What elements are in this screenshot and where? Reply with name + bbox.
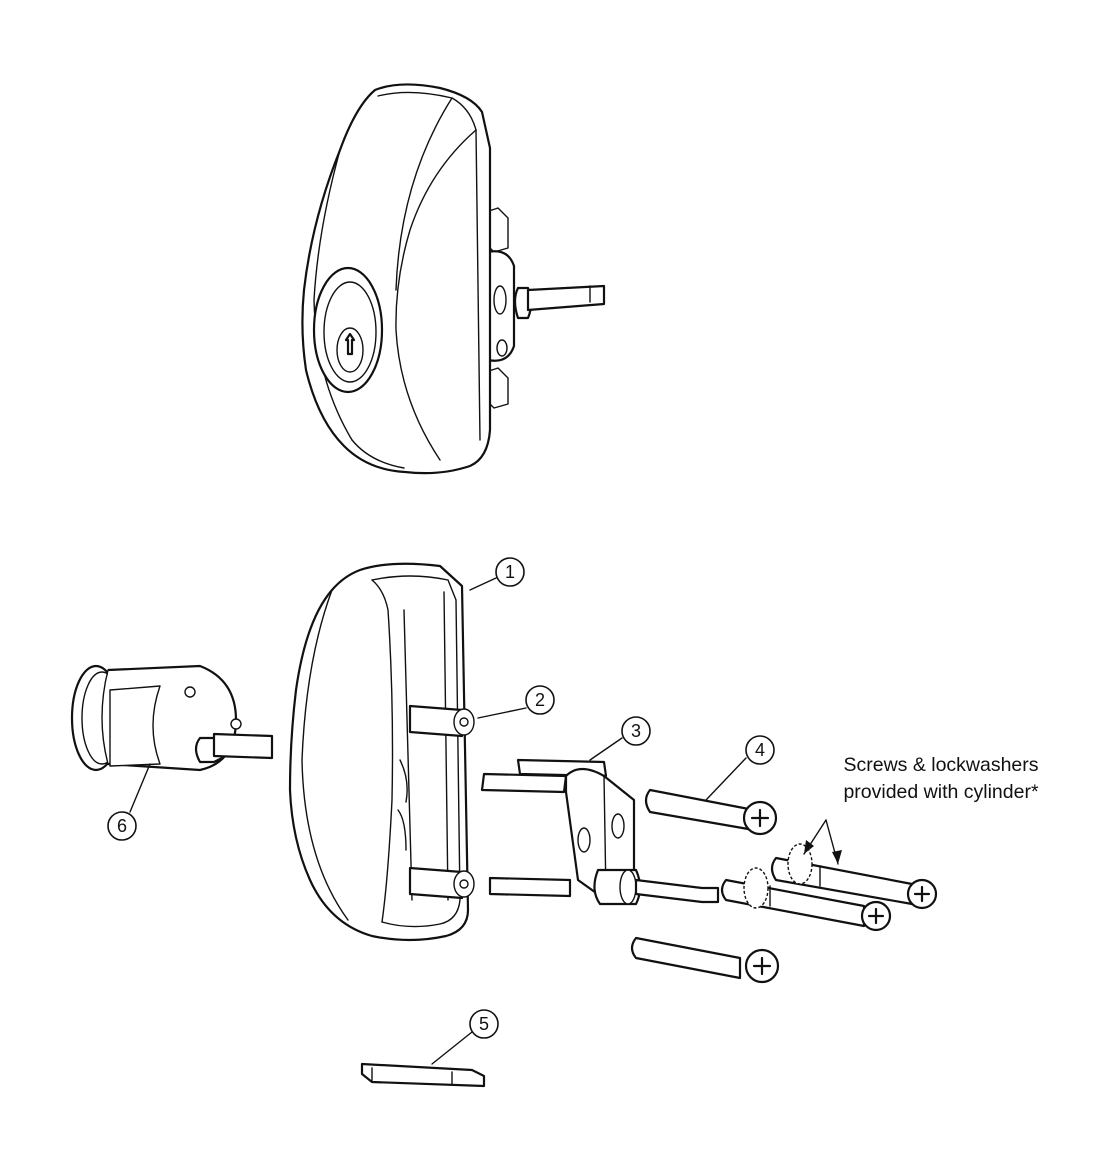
callout-5: 5 <box>469 1009 499 1039</box>
part-4-mounting-screws <box>630 788 780 984</box>
callout-2-label: 2 <box>535 690 545 710</box>
assembled-trim <box>301 83 606 475</box>
callout-3-label: 3 <box>631 721 641 741</box>
part-3-bracket <box>480 758 720 906</box>
callout-3: 3 <box>621 716 651 746</box>
note-line-2: provided with cylinder* <box>843 781 1039 803</box>
part-5-tailpiece <box>360 1062 486 1088</box>
cylinder-screws-and-lockwashers <box>720 843 938 932</box>
note-arrows <box>803 819 842 865</box>
callout-6-label: 6 <box>117 816 127 836</box>
note-line-1: Screws & lockwashers <box>843 754 1038 776</box>
callout-5-label: 5 <box>479 1014 489 1034</box>
callout-6: 6 <box>107 811 137 841</box>
callout-leaders <box>129 577 747 1065</box>
callout-1-label: 1 <box>505 562 515 582</box>
callout-4-label: 4 <box>755 740 765 760</box>
callout-4: 4 <box>745 735 775 765</box>
part-1-housing <box>288 562 475 942</box>
part-6-cylinder <box>70 664 274 772</box>
callout-1: 1 <box>495 557 525 587</box>
callout-2: 2 <box>525 685 555 715</box>
